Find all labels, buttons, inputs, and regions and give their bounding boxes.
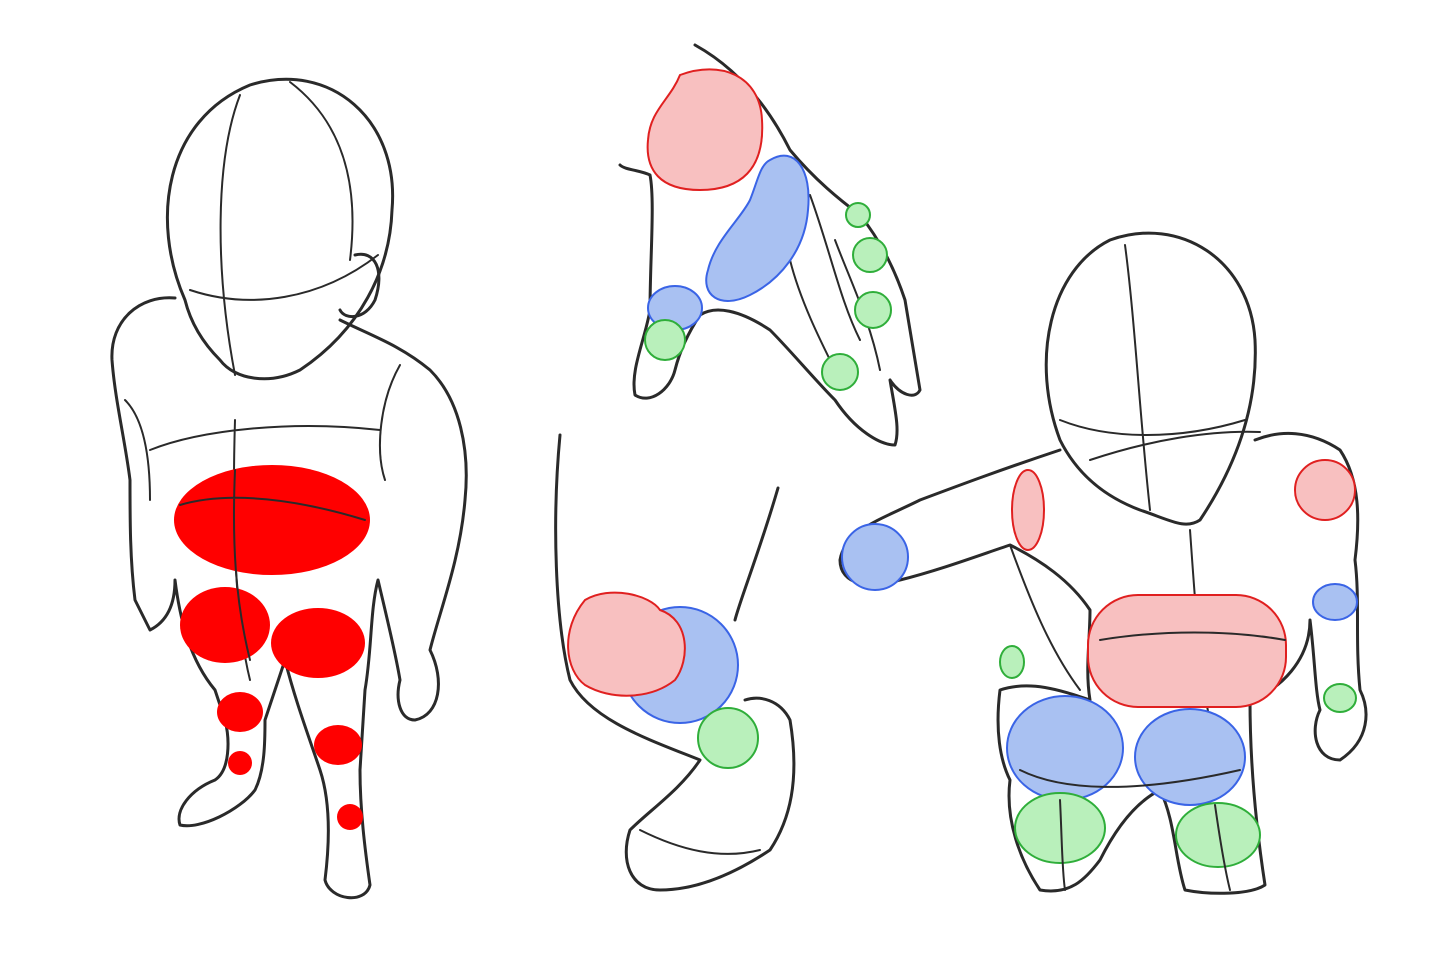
palm-highlight bbox=[705, 154, 810, 302]
knee-highlights bbox=[567, 591, 759, 769]
shoulder-highlight bbox=[1294, 459, 1356, 521]
highlights-solid-red bbox=[174, 465, 370, 830]
knee-sketch bbox=[554, 433, 796, 892]
thigh-highlight bbox=[1134, 708, 1246, 806]
seated-figure-highlights bbox=[841, 459, 1358, 868]
knuckle-highlight bbox=[821, 353, 859, 391]
left-ankle-highlight bbox=[228, 751, 252, 775]
chest-highlight bbox=[174, 465, 370, 575]
elbow-highlight bbox=[841, 523, 909, 591]
knuckle-highlight bbox=[644, 319, 686, 361]
wrist-highlight bbox=[1323, 683, 1357, 713]
knee-highlight bbox=[1175, 802, 1261, 868]
chest-highlight bbox=[1087, 594, 1287, 708]
wrist-highlight bbox=[999, 645, 1025, 679]
right-ankle-highlight bbox=[337, 804, 363, 830]
right-thigh-highlight bbox=[271, 608, 365, 678]
shoulder-highlight bbox=[1011, 469, 1045, 551]
thigh-end-highlight bbox=[567, 591, 686, 697]
right-knee-highlight bbox=[314, 725, 362, 765]
ear bbox=[338, 252, 381, 319]
knuckle-highlight bbox=[854, 291, 892, 329]
head-outline bbox=[166, 77, 395, 381]
left-thigh-highlight bbox=[180, 587, 270, 663]
knee-highlight bbox=[1014, 792, 1106, 864]
knuckle-highlight bbox=[845, 202, 871, 228]
left-knee-highlight bbox=[217, 692, 263, 732]
hand-highlights bbox=[644, 68, 892, 391]
figure-seated-top-view bbox=[838, 231, 1368, 895]
shin-highlight bbox=[697, 707, 759, 769]
knuckle-highlight bbox=[852, 237, 888, 273]
head-outline bbox=[1044, 231, 1257, 526]
torso-outline bbox=[110, 296, 468, 900]
wrist-highlight bbox=[646, 68, 764, 192]
elbow-highlight bbox=[1312, 583, 1358, 621]
